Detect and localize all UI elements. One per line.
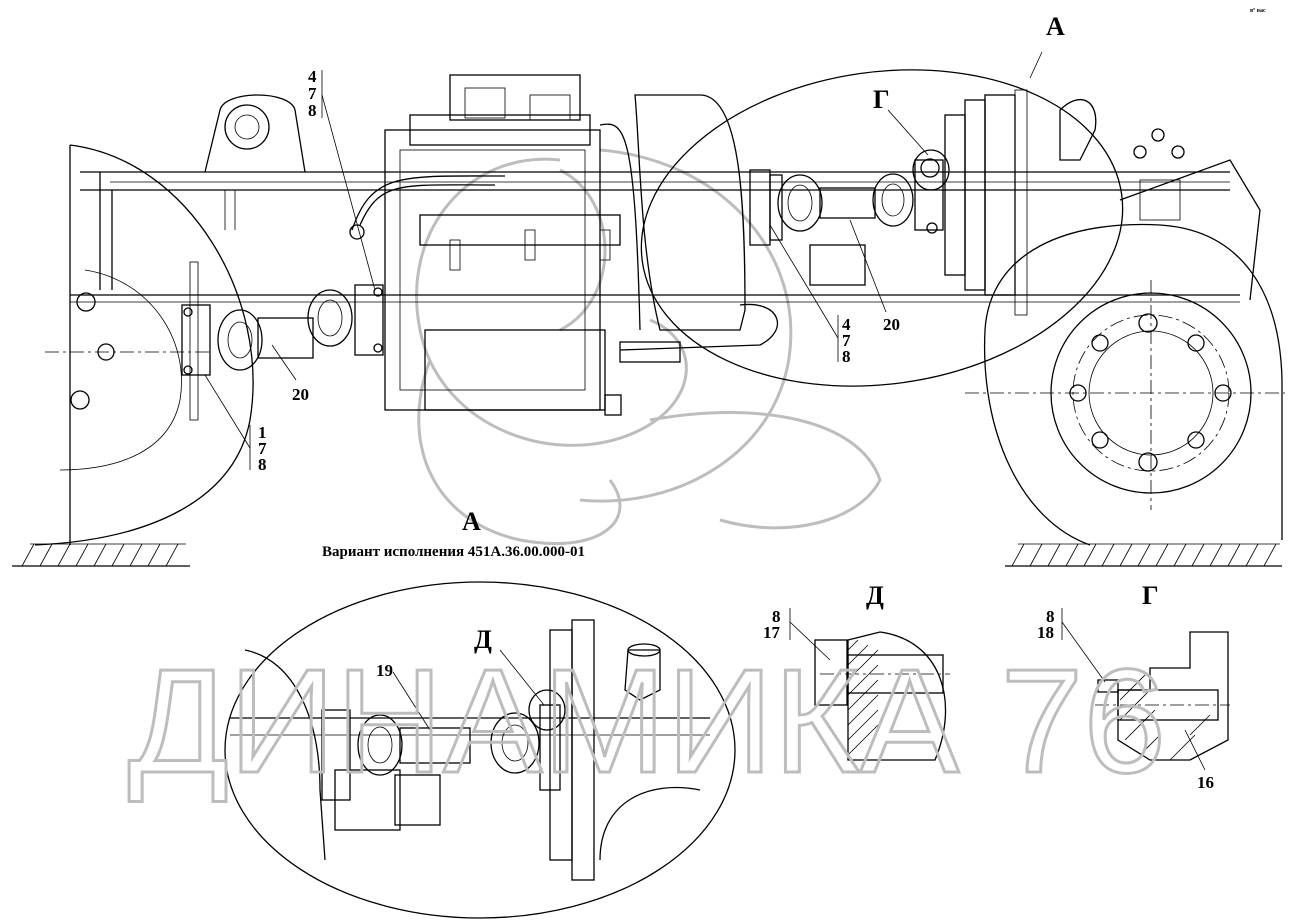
callout-17-d: 17 [763, 623, 781, 642]
view-a-boundary-ellipse [640, 51, 1124, 387]
ground-line-left [12, 543, 190, 567]
view-d-title: Д [866, 581, 884, 610]
rear-coupling-housing [619, 94, 866, 363]
view-g-top-label: Г [873, 85, 890, 114]
cardan-shaft-left [181, 261, 384, 421]
right-axle-flange [944, 89, 1185, 316]
variant-detail-view [224, 581, 736, 919]
gearbox-assembly [349, 74, 641, 416]
left-wheel [34, 144, 254, 546]
ground-line-right [1005, 543, 1282, 567]
view-a-top-label: А [1046, 12, 1065, 41]
callout-1-left: 1 [258, 423, 267, 442]
callout-8-top: 8 [308, 101, 317, 120]
callout-7-right: 7 [842, 331, 851, 350]
callout-8-right: 8 [842, 347, 851, 366]
callout-4-right: 4 [842, 315, 851, 334]
callout-7-left: 7 [258, 439, 267, 458]
pos-19-label: 19 [376, 661, 393, 680]
pos-20-right-label: 20 [883, 315, 900, 334]
frame-rails [70, 159, 1261, 303]
watermark-text: ДИНАМИКА 76 [128, 639, 1166, 804]
corner-mark: вº вас [1250, 8, 1266, 14]
mounting-bracket [204, 94, 306, 230]
view-a-bottom-label: А [462, 507, 481, 536]
callout-8-d: 8 [772, 607, 781, 626]
drawing-labels: А Г 4 7 8 4 7 8 1 7 8 20 20 А Вариант ис… [258, 8, 1266, 792]
view-d-detail-label: Д [474, 625, 492, 654]
cardan-shaft-right [777, 158, 944, 234]
variant-caption: Вариант исполнения 451А.36.00.000-01 [322, 544, 585, 560]
callout-4-top: 4 [308, 67, 317, 86]
callout-18-g: 18 [1037, 623, 1054, 642]
pos-16-label: 16 [1197, 773, 1214, 792]
pos-20-left-label: 20 [292, 385, 309, 404]
callout-8-left: 8 [258, 455, 267, 474]
watermark-swirl-logo [415, 148, 882, 545]
section-d-detail [789, 608, 950, 761]
section-g-detail [1061, 608, 1230, 771]
leader-lines [204, 70, 929, 470]
right-wheel [965, 223, 1285, 546]
callout-7-top: 7 [308, 84, 317, 103]
callout-8-g: 8 [1046, 607, 1055, 626]
view-g-title: Г [1142, 581, 1159, 610]
